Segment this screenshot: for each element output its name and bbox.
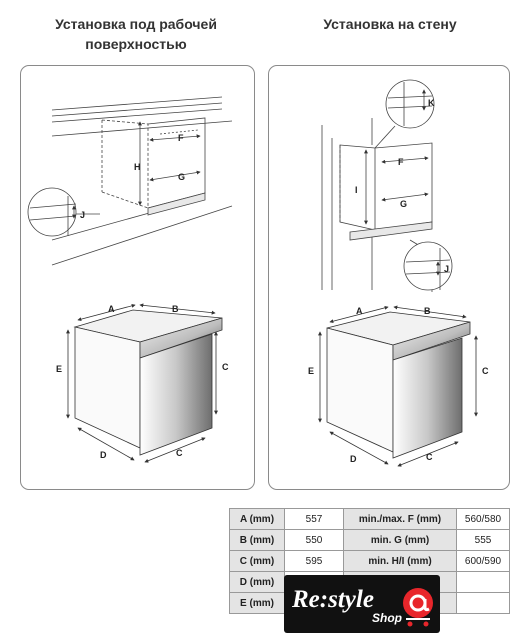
label-I: I xyxy=(355,185,358,195)
table-value: 600/590 xyxy=(456,550,510,572)
left-title: Установка под рабочей поверхностью xyxy=(20,14,252,54)
cart-at-icon xyxy=(403,588,433,627)
label-C-right-bottom: C xyxy=(426,452,433,462)
label-C-left-side: C xyxy=(222,362,229,372)
logo-sub: Shop xyxy=(372,611,402,625)
table-value: 550 xyxy=(284,529,344,551)
left-oven xyxy=(66,303,223,463)
label-A-right: A xyxy=(356,306,363,316)
table-key: min. G (mm) xyxy=(343,529,457,551)
table-key: A (mm) xyxy=(229,508,285,530)
label-A-left: A xyxy=(108,304,115,314)
label-F-right: F xyxy=(398,157,404,167)
right-column-drawing xyxy=(321,79,453,292)
table-value xyxy=(456,592,510,614)
label-K: K xyxy=(428,98,435,108)
table-key: min. H/I (mm) xyxy=(343,550,457,572)
label-H: H xyxy=(134,162,141,172)
table-key: D (mm) xyxy=(229,571,285,593)
left-title-line1: Установка под рабочей xyxy=(55,16,217,32)
label-D-right: D xyxy=(350,454,357,464)
table-row: B (mm) 550 min. G (mm) 555 xyxy=(229,529,510,551)
logo-brand: Re:style xyxy=(291,586,374,613)
label-D-left: D xyxy=(100,450,107,460)
label-E-left: E xyxy=(56,364,62,374)
table-key: E (mm) xyxy=(229,592,285,614)
label-C-right-side: C xyxy=(482,366,489,376)
left-niche-drawing xyxy=(27,96,233,266)
label-J-left: J xyxy=(80,210,85,220)
right-oven xyxy=(318,305,478,467)
table-row: A (mm) 557 min./max. F (mm) 560/580 xyxy=(229,508,510,530)
table-value: 557 xyxy=(284,508,344,530)
label-B-left: B xyxy=(172,304,179,314)
label-G-left: G xyxy=(178,172,185,182)
right-title: Установка на стену xyxy=(323,16,457,32)
table-value xyxy=(456,571,510,593)
label-E-right: E xyxy=(308,366,314,376)
label-G-right: G xyxy=(400,199,407,209)
label-B-right: B xyxy=(424,306,431,316)
table-value: 560/580 xyxy=(456,508,510,530)
table-row: C (mm) 595 min. H/I (mm) 600/590 xyxy=(229,550,510,572)
table-key: B (mm) xyxy=(229,529,285,551)
table-value: 555 xyxy=(456,529,510,551)
restyle-shop-logo: Re:style Shop xyxy=(284,575,440,633)
label-C-left-bottom: C xyxy=(176,448,183,458)
left-title-line2: поверхностью xyxy=(85,36,187,52)
label-F-left: F xyxy=(178,133,184,143)
label-J-right: J xyxy=(444,264,449,274)
table-key: min./max. F (mm) xyxy=(343,508,457,530)
table-value: 595 xyxy=(284,550,344,572)
table-key: C (mm) xyxy=(229,550,285,572)
